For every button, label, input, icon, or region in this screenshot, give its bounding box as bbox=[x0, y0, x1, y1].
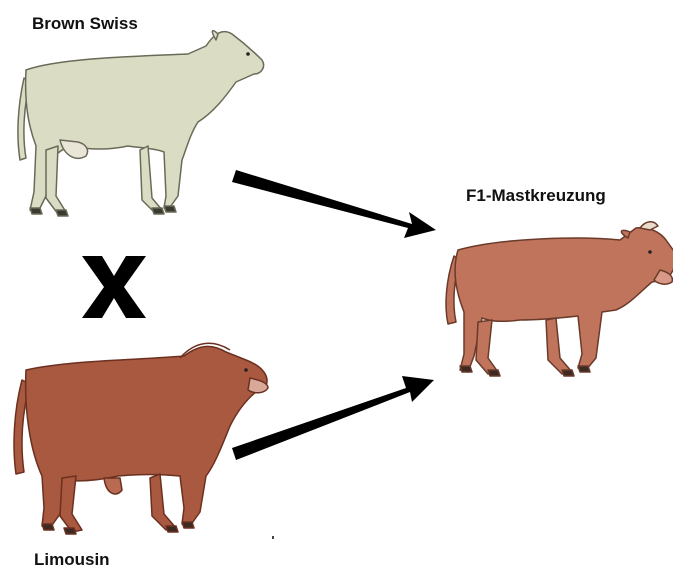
cross-x-icon bbox=[82, 256, 146, 318]
limousin-label: Limousin bbox=[34, 550, 110, 570]
speck-mark bbox=[272, 536, 274, 539]
f1-crossbreed-cattle-icon bbox=[446, 222, 673, 376]
brown-swiss-cow-icon bbox=[18, 31, 264, 216]
limousin-bull-icon bbox=[14, 343, 268, 534]
f1-crossbreed-label: F1-Mastkreuzung bbox=[466, 186, 606, 206]
arrow-from-brown-swiss bbox=[232, 170, 436, 238]
brown-swiss-label: Brown Swiss bbox=[32, 14, 138, 34]
